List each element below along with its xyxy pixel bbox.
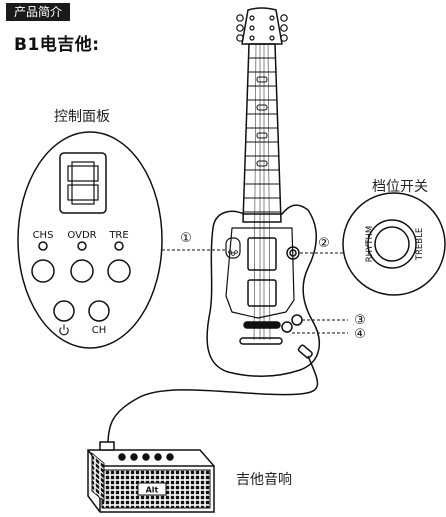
product-title: B1电吉他: — [14, 35, 100, 55]
control-panel-label: 控制面板 — [54, 109, 110, 125]
frets — [243, 57, 281, 213]
electric-guitar — [206, 7, 320, 378]
callout-1: ① — [180, 231, 192, 246]
ovdr-knob[interactable] — [70, 259, 94, 283]
callout-lines — [162, 249, 348, 334]
volume-knob[interactable] — [291, 314, 303, 326]
amp-logo: Alt — [146, 486, 159, 495]
callout-4: ④ — [354, 327, 366, 342]
tone-switch-panel — [342, 192, 446, 296]
guitar-neck — [242, 43, 282, 223]
neck-pickup — [247, 237, 277, 271]
strings — [253, 43, 271, 341]
headstock — [241, 7, 283, 45]
control-panel — [17, 131, 163, 349]
callout-2: ② — [318, 236, 330, 251]
section-tag: 产品简介 — [6, 3, 71, 21]
tone-switch-label: 档位开关 — [372, 179, 428, 195]
power-button[interactable] — [53, 300, 75, 322]
ovdr-label: OVDR — [67, 230, 96, 241]
instrument-cable — [107, 355, 319, 446]
ovdr-led — [77, 241, 87, 251]
amp-knobs[interactable] — [118, 453, 174, 461]
fret-markers — [256, 76, 268, 167]
seven-segment-display — [67, 161, 99, 205]
bridge — [243, 321, 281, 329]
callout-3: ③ — [354, 313, 366, 328]
amp-label: 吉他音响 — [236, 472, 292, 488]
guitar-amplifier — [87, 441, 215, 513]
bridge-pickup — [247, 279, 277, 307]
chs-label: CHS — [33, 230, 54, 241]
tailpiece — [239, 337, 283, 345]
ch-label: CH — [92, 325, 107, 336]
pickguard — [225, 227, 295, 319]
amp-logo-plate — [137, 482, 167, 496]
tone-knob[interactable] — [281, 321, 293, 333]
amp-input-jack — [99, 441, 115, 451]
tre-knob[interactable] — [107, 259, 131, 283]
output-jack — [297, 344, 313, 359]
tuning-pegs — [236, 14, 288, 42]
guitar-control-dots — [228, 250, 238, 256]
chs-led — [38, 241, 48, 251]
ch-button[interactable] — [88, 300, 110, 322]
tre-led — [114, 241, 124, 251]
rhythm-label: RHYTHM — [365, 226, 375, 262]
treble-label: TREBLE — [415, 228, 425, 261]
power-icon — [59, 324, 69, 336]
tre-label: TRE — [108, 230, 128, 241]
guitar-body — [206, 204, 320, 378]
chs-knob[interactable] — [31, 259, 55, 283]
tone-switch-knob[interactable] — [286, 246, 300, 260]
guitar-control-plate — [225, 237, 241, 259]
